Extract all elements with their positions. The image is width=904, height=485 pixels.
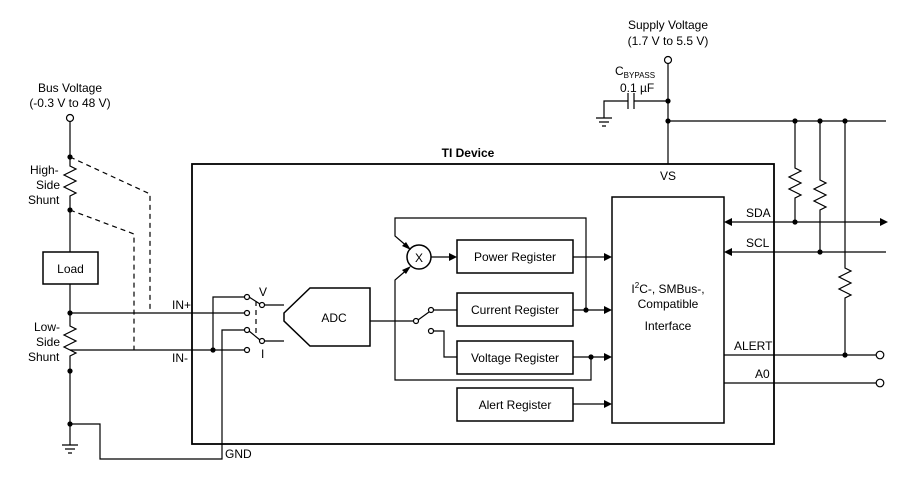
junction-dot [583,307,589,313]
high-side-dashed-link [69,209,135,350]
alert-register-label: Alert Register [479,398,552,412]
ti-device-outline [191,163,775,445]
mux-v-label: V [259,285,267,299]
bus-voltage-title: Bus Voltage [38,81,102,95]
supply-voltage-title: Supply Voltage [628,18,708,32]
low-side-shunt [62,284,78,445]
adc-label: ADC [321,311,347,325]
interface-line2: Compatible [638,297,699,311]
low-side-shunt-label: Low- Side Shunt [28,320,63,364]
alert-terminal [875,350,885,360]
arrow-head [402,266,411,274]
current-register-label: Current Register [471,303,559,317]
ti-device-title: TI Device [442,146,495,160]
register-select-switch [412,306,457,358]
voltage-feedback-wire [394,267,592,381]
junction-dot [817,249,823,255]
high-side-dashed-link [69,156,151,313]
bus-terminal [65,113,75,123]
arrow-head [604,306,612,314]
arrow-head [724,248,732,256]
sda-label: SDA [746,206,771,220]
high-side-shunt-label: High- Side Shunt [28,163,63,207]
scl-label: SCL [746,236,770,250]
supply-terminal [663,55,673,65]
high-side-shunt [62,121,78,252]
power-register-label: Power Register [474,250,556,264]
gnd-label: GND [225,447,252,461]
arrow-head [604,353,612,361]
sda-pullup-resistor [787,121,803,222]
bus-voltage-range: (-0.3 V to 48 V) [29,96,110,110]
alert-pullup-resistor [837,121,853,355]
current-register [456,292,574,327]
junction-dot [842,352,848,358]
gnd-wire [70,329,247,460]
a0-terminal [875,378,885,388]
voltage-register-label: Voltage Register [471,351,559,365]
mux-i-label: I [261,347,264,361]
junction-dot [588,354,594,360]
a0-label: A0 [755,367,770,381]
supply-voltage-range: (1.7 V to 5.5 V) [628,34,709,48]
cbypass-value: 0.1 µF [620,81,654,95]
load-label: Load [57,262,84,276]
arrow-head [449,253,457,261]
current-feedback-wire [394,217,587,310]
junction-dot [792,219,798,225]
load-box [42,251,99,285]
in-minus-tap [212,296,247,350]
interface-line3: Interface [645,319,692,333]
junction-dot [67,368,73,374]
in-minus-label: IN- [172,351,188,365]
alert-register [456,387,574,422]
arrow-head [604,400,612,408]
ground-symbol [62,444,78,454]
multiplier-label: X [415,251,423,265]
arrow-head [604,253,612,261]
alert-label: ALERT [734,339,773,353]
i2c-interface-block [611,196,725,424]
voltage-register [456,340,574,375]
arrow-head [724,218,732,226]
arrow-head [402,242,411,250]
bypass-capacitor [596,93,668,127]
adc-block [283,287,371,347]
vs-pin-label: VS [660,169,676,183]
interface-line1: I2C-, SMBus-, [631,281,704,296]
cbypass-label: CBYPASS [615,64,655,80]
arrow-head [880,218,888,226]
scl-pullup-resistor [812,121,828,252]
in-plus-label: IN+ [172,298,191,312]
input-mux-switch [243,293,284,354]
